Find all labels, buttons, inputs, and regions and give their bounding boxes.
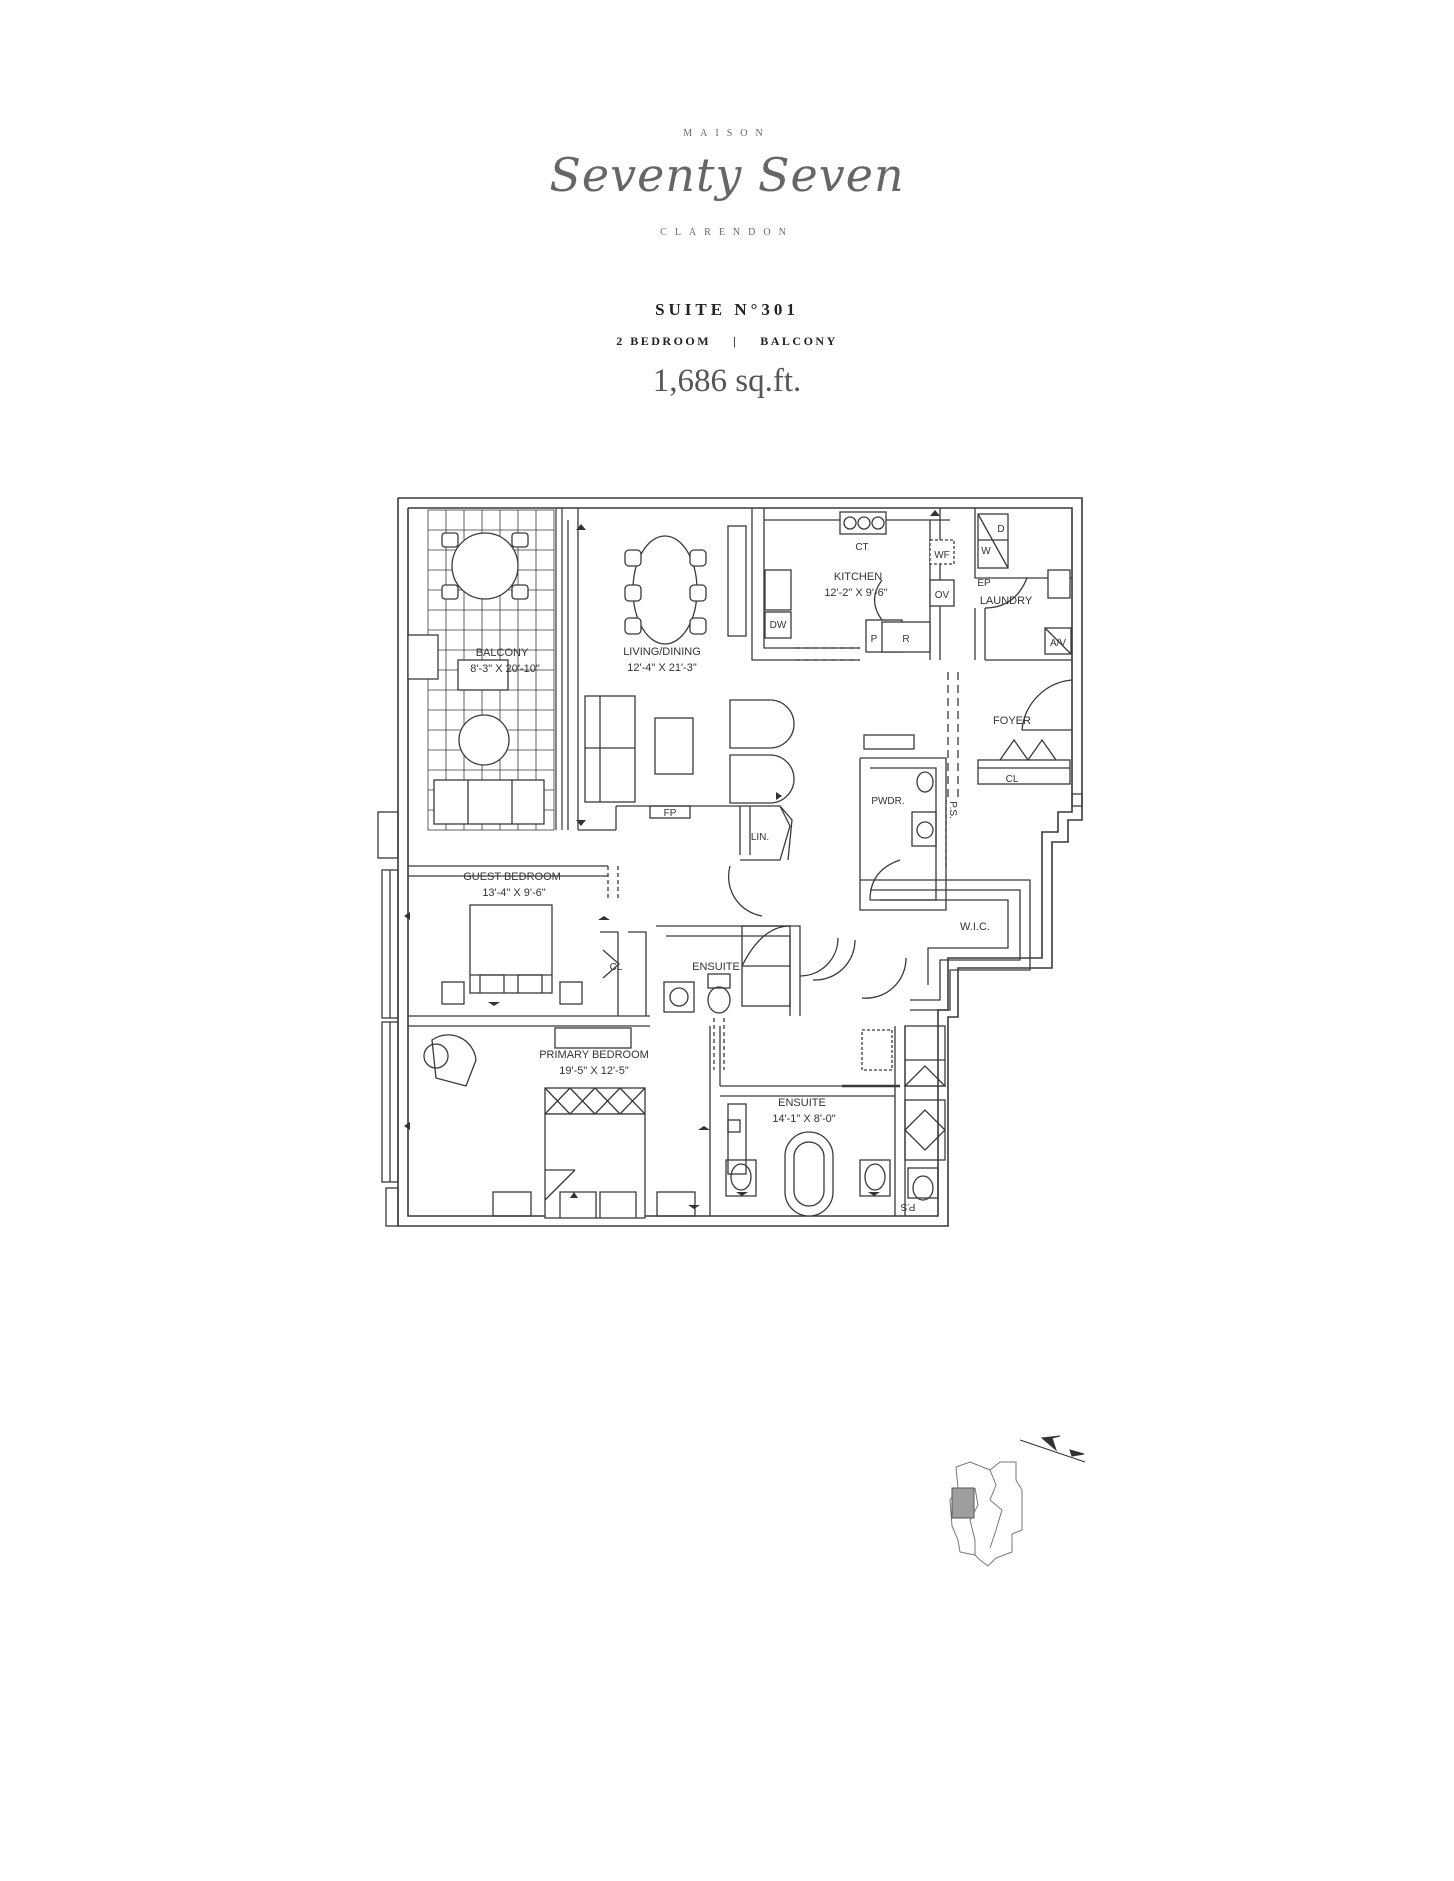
primary-bedroom-label: PRIMARY BEDROOM — [539, 1049, 649, 1061]
oven-label: OV — [935, 590, 950, 601]
ensuite-guest — [656, 925, 839, 1070]
kitchen-label: KITCHEN — [834, 571, 882, 583]
kitchen-dims: 12'-2" X 9'-6" — [824, 587, 887, 599]
bedroom-count: 2 BEDROOM — [616, 334, 712, 348]
guest-bedroom-dims: 13'-4" X 9'-6" — [482, 887, 545, 899]
brand-bottom-word: CLARENDON — [660, 227, 794, 238]
powder-label: PWDR. — [871, 796, 904, 807]
brand-top-word: MAISON — [683, 128, 771, 139]
foyer-label: FOYER — [993, 715, 1031, 727]
electrical-panel-label: EP — [977, 578, 991, 589]
powder-room — [859, 757, 947, 911]
guest-closet-label: CL — [610, 962, 623, 973]
dryer-label: D — [997, 524, 1004, 535]
fridge-label: R — [902, 634, 909, 645]
dimension-markers — [404, 510, 940, 1209]
balcony-door — [555, 508, 569, 830]
balcony-furniture — [407, 532, 545, 825]
cooktop-label: CT — [855, 542, 868, 553]
brand-script-logo: Seventy Seven — [549, 148, 905, 202]
foyer-closet-label: CL — [1006, 774, 1019, 785]
suite-subtitle: 2 BEDROOM | BALCONY — [0, 334, 1454, 349]
walk-in-closet — [860, 879, 1031, 1011]
kitchen — [751, 508, 955, 661]
guest-bedroom — [408, 865, 650, 1027]
primary-bedroom — [423, 1026, 721, 1219]
av-label: A/V — [1050, 638, 1066, 649]
suite-area: 1,686 sq.ft. — [652, 363, 802, 399]
outer-walls — [397, 497, 1083, 1227]
window-bays — [377, 811, 399, 1227]
wic-label: W.I.C. — [960, 921, 990, 933]
guest-bedroom-label: GUEST BEDROOM — [463, 871, 561, 883]
separator: | — [733, 334, 739, 348]
foyer — [863, 672, 1083, 807]
balcony-label: BALCONY — [476, 647, 529, 659]
key-plan — [949, 1461, 1023, 1567]
ensuite-primary — [720, 1025, 947, 1217]
wine-fridge-label: WF — [934, 550, 950, 561]
suite-feature: BALCONY — [760, 334, 838, 348]
fireplace-label: FP — [664, 808, 677, 819]
linen-label: LIN. — [751, 832, 769, 843]
dishwasher-label: DW — [770, 620, 787, 631]
north-arrow-icon — [1019, 1435, 1086, 1463]
linen-closet — [740, 805, 793, 861]
living-label: LIVING/DINING — [623, 646, 701, 658]
pipe-shaft-label-2: P.S — [900, 1201, 915, 1212]
pantry-label: P — [871, 634, 878, 645]
living-dims: 12'-4" X 21'-3" — [627, 662, 697, 674]
primary-bedroom-dims: 19'-5" X 12'-5" — [559, 1065, 629, 1077]
ensuite-primary-label: ENSUITE — [778, 1097, 826, 1109]
living-dining-furniture — [584, 525, 795, 819]
pipe-shaft-label: P.S. — [947, 801, 958, 819]
washer-label: W — [981, 546, 991, 557]
balcony-dims: 8'-3" X 20'-10" — [470, 663, 540, 675]
ensuite-guest-label: ENSUITE — [692, 961, 740, 973]
suite-title: SUITE N°301 — [655, 300, 799, 319]
laundry-label: LAUNDRY — [980, 595, 1033, 607]
ensuite-primary-dims: 14'-1" X 8'-0" — [772, 1113, 835, 1125]
laundry — [974, 508, 1072, 661]
